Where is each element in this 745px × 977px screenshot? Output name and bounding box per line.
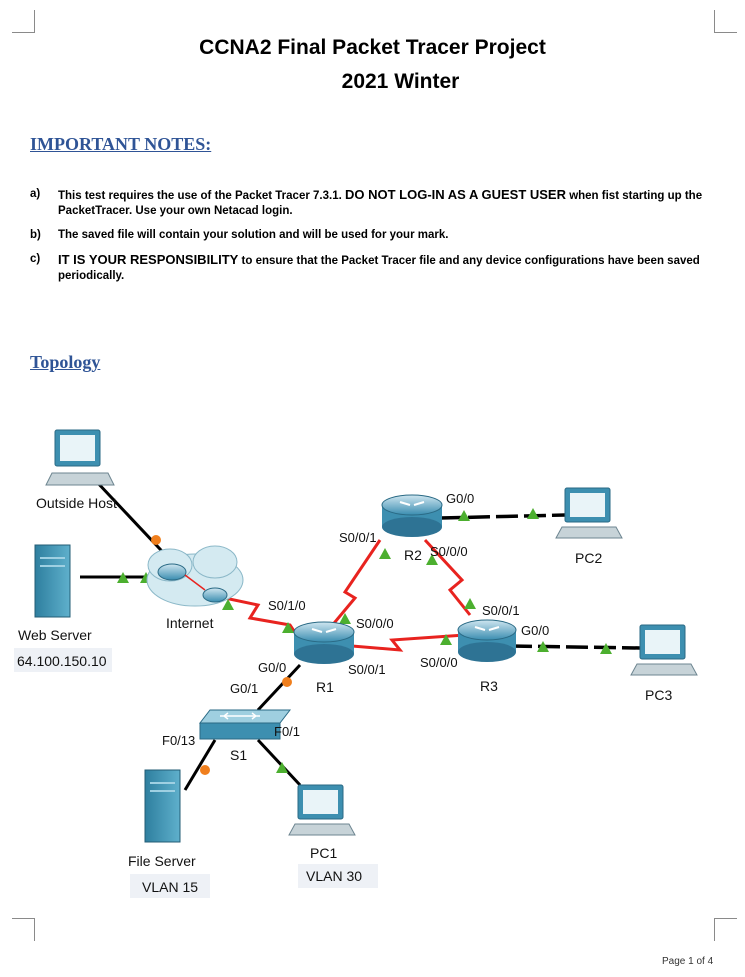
link-r2-pc2 <box>439 513 566 520</box>
file-server-label: File Server <box>128 853 196 869</box>
link-indicator-green <box>440 634 452 645</box>
document-title: CCNA2 Final Packet Tracer Project <box>199 36 546 59</box>
router-r1-label: R1 <box>316 679 334 695</box>
if-r1-g00: G0/0 <box>258 660 286 675</box>
link-indicator-green <box>458 510 470 521</box>
if-r1-s001: S0/0/1 <box>348 662 386 677</box>
if-r3-s000: S0/0/0 <box>420 655 458 670</box>
if-r1-s000: S0/0/0 <box>356 616 394 631</box>
if-r2-s001: S0/0/1 <box>339 530 377 545</box>
pc3-label: PC3 <box>645 687 672 703</box>
router-r1-icon[interactable]: R1 <box>293 621 355 695</box>
internet-label: Internet <box>166 615 214 631</box>
link-indicator-green <box>282 622 294 633</box>
link-indicator-green <box>600 643 612 654</box>
internet-cloud-icon[interactable]: Internet <box>146 545 244 631</box>
note-letter: c) <box>30 253 41 265</box>
if-s1-g01: G0/1 <box>230 681 258 696</box>
note-emphasis: IT IS YOUR RESPONSIBILITY <box>58 252 239 267</box>
note-text-part: This test requires the use of the Packet… <box>58 190 345 202</box>
topology-diagram: Outside Host Web Server 64.100.150.10 In… <box>14 429 698 898</box>
link-indicator-green <box>117 572 129 583</box>
link-indicator-orange <box>282 677 292 687</box>
router-r3-label: R3 <box>480 678 498 694</box>
links <box>80 478 641 791</box>
link-r1-r2-serial <box>318 539 382 641</box>
link-indicator-green <box>464 598 476 609</box>
note-letter: a) <box>30 188 41 200</box>
web-server-icon[interactable]: Web Server 64.100.150.10 <box>14 544 112 672</box>
note-text-part: when fist starting up the PacketTracer. … <box>58 190 703 217</box>
note-text: The saved file will contain your solutio… <box>58 229 449 241</box>
link-r3-pc3 <box>509 644 641 650</box>
link-indicator-green <box>527 508 539 519</box>
if-r2-s000: S0/0/0 <box>430 544 468 559</box>
link-indicator-green <box>426 554 438 565</box>
router-r2-label: R2 <box>404 547 422 563</box>
crop-mark-bottom-left <box>12 918 35 941</box>
switch-s1-label: S1 <box>230 747 247 763</box>
pc1-label: PC1 <box>310 845 337 861</box>
if-r3-s001: S0/0/1 <box>482 603 520 618</box>
link-indicator-orange <box>151 535 161 545</box>
web-server-ip: 64.100.150.10 <box>17 653 107 669</box>
important-notes-heading: IMPORTANT NOTES: <box>30 134 212 154</box>
document-subtitle: 2021 Winter <box>341 70 460 93</box>
link-s1-fileserver <box>183 739 217 791</box>
link-r1-r3-serial <box>339 633 466 652</box>
link-s1-pc1 <box>256 738 302 787</box>
router-r2-icon[interactable]: R2 <box>381 494 443 563</box>
router-r3-icon[interactable]: R3 <box>457 619 517 694</box>
crop-mark-bottom-right <box>714 918 737 941</box>
outside-host-label: Outside Host <box>36 495 117 511</box>
pc2-icon[interactable]: PC2 <box>555 487 623 566</box>
if-r1-s010: S0/1/0 <box>268 598 306 613</box>
if-s1-f013: F0/13 <box>162 733 195 748</box>
pc3-icon[interactable]: PC3 <box>630 624 698 703</box>
link-indicator-orange <box>200 765 210 775</box>
if-s1-f01: F0/1 <box>274 724 300 739</box>
crop-mark-top-left <box>12 10 35 33</box>
outside-host-pc-icon[interactable]: Outside Host <box>36 429 117 511</box>
link-indicators <box>117 508 612 775</box>
link-indicator-green <box>339 613 351 624</box>
interface-labels: S0/1/0 S0/0/0 S0/0/1 G0/0 S0/0/1 S0/0/0 … <box>162 491 549 748</box>
note-letter: b) <box>30 229 41 241</box>
note-text: This test requires the use of the Packet… <box>58 187 718 219</box>
note-text: IT IS YOUR RESPONSIBILITY to ensure that… <box>58 252 718 284</box>
web-server-label: Web Server <box>18 627 92 643</box>
link-r2-r3-serial <box>423 538 472 616</box>
if-r2-g00: G0/0 <box>446 491 474 506</box>
pc1-vlan: VLAN 30 <box>306 868 362 884</box>
link-indicator-green <box>276 762 288 773</box>
crop-mark-top-right <box>714 10 737 33</box>
file-server-vlan: VLAN 15 <box>142 879 198 895</box>
link-indicator-green <box>222 599 234 610</box>
if-r3-g00: G0/0 <box>521 623 549 638</box>
pc1-icon[interactable]: PC1 VLAN 30 <box>288 784 378 888</box>
note-emphasis: DO NOT LOG-IN AS A GUEST USER <box>344 187 566 202</box>
pc2-label: PC2 <box>575 550 602 566</box>
note-text-part: to ensure that the Packet Tracer file an… <box>58 255 700 282</box>
link-r1-s1 <box>256 663 302 712</box>
page-number: Page 1 of 4 <box>662 956 714 967</box>
link-internet-r1-serial <box>219 595 302 641</box>
topology-heading: Topology <box>30 352 101 372</box>
switch-s1-icon[interactable]: S1 <box>198 709 292 763</box>
file-server-icon[interactable]: File Server VLAN 15 <box>128 769 210 898</box>
link-indicator-green <box>537 641 549 652</box>
link-indicator-green <box>379 548 391 559</box>
